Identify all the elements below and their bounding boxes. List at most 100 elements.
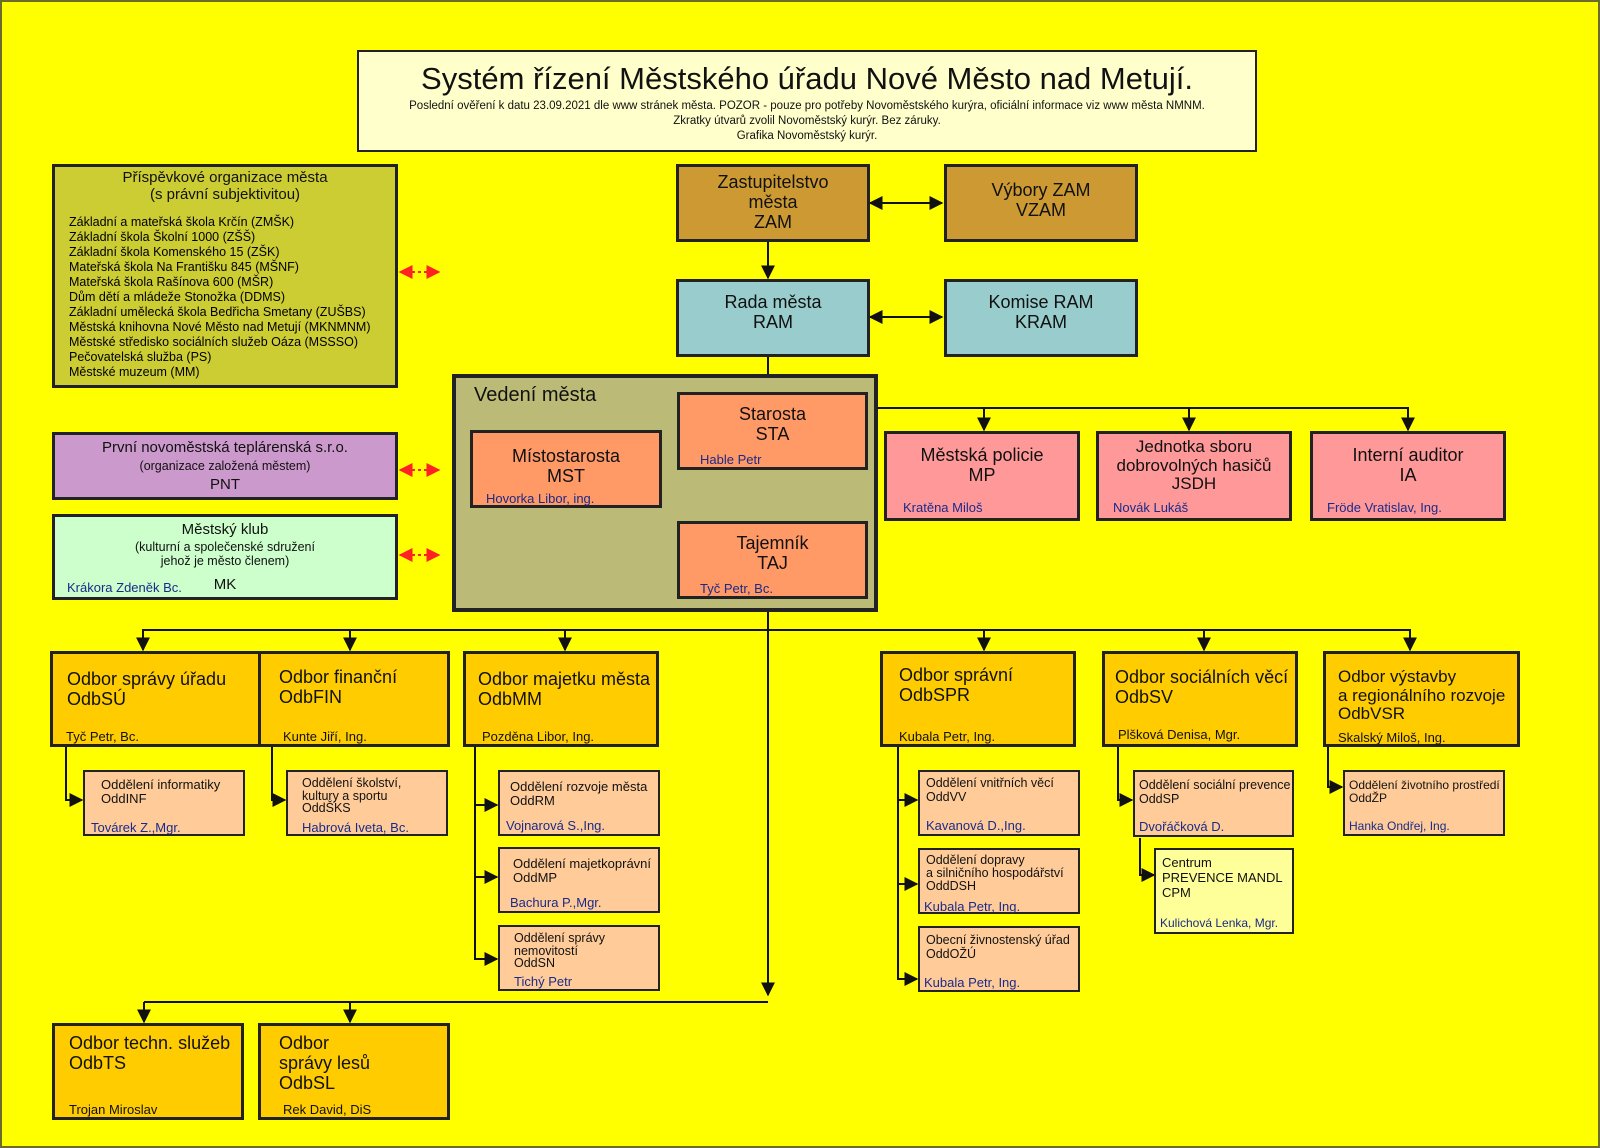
pnt-title: První novoměstská teplárenská s.r.o.	[102, 439, 348, 456]
header-panel: Systém řízení Městského úřadu Nové Město…	[357, 50, 1257, 152]
odbvsr-person: Skalský Miloš, Ing.	[1338, 730, 1446, 745]
oddinf-box: Oddělení informatiky OddINF Továrek Z.,M…	[83, 770, 245, 836]
oddozu-label: Obecní živnostenský úřad OddOŽÚ	[926, 933, 1070, 961]
contributory-organization-item: Mateřská škola Na Františku 845 (MŠNF)	[69, 260, 299, 274]
mst-label: Místostarosta MST	[511, 446, 621, 486]
header-note-verification: Poslední ověření k datu 23.09.2021 dle w…	[409, 100, 1205, 112]
sta-person: Hable Petr	[700, 452, 762, 467]
contributory-organization-item: Pečovatelská služba (PS)	[69, 350, 212, 364]
oddozu-box: Obecní živnostenský úřad OddOŽÚ Kubala P…	[918, 926, 1080, 992]
ram-label: Rada města RAM	[724, 292, 822, 332]
odbsl-person: Rek David, DiS	[283, 1102, 372, 1117]
zam-box: Zastupitelstvo města ZAM	[676, 164, 870, 242]
contributory-organization-item: Městské muzeum (MM)	[69, 365, 200, 379]
odbfin-label: Odbor finanční OdbFIN	[279, 667, 398, 707]
odbspr-person: Kubala Petr, Ing.	[899, 729, 996, 744]
oddrm-person: Vojnarová S.,Ing.	[506, 818, 606, 833]
oddrm-box: Oddělení rozvoje města OddRM Vojnarová S…	[498, 770, 660, 836]
odbsl-box: Odbor správy lesů OdbSL Rek David, DiS	[258, 1023, 450, 1120]
contributory-organization-item: Základní škola Komenského 15 (ZŠK)	[69, 245, 280, 259]
oddsks-person: Habrová Iveta, Bc.	[302, 820, 409, 835]
contributory-organization-item: Základní škola Školní 1000 (ZŠŠ)	[69, 230, 256, 244]
odbmm-label: Odbor majetku města OdbMM	[478, 669, 651, 709]
vzam-box: Výbory ZAM VZAM	[944, 164, 1138, 242]
kram-box: Komise RAM KRAM	[944, 279, 1138, 357]
oddvv-box: Oddělení vnitřních věcí OddVV Kavanová D…	[918, 770, 1080, 836]
cpm-box: Centrum PREVENCE MANDL CPM Kulichová Len…	[1154, 848, 1294, 934]
odbts-person: Trojan Miroslav	[69, 1102, 158, 1117]
odbspr-box: Odbor správní OdbSPR Kubala Petr, Ing.	[880, 651, 1076, 747]
header-note-abbreviations: Zkratky útvarů zvolil Novoměstský kurýr.…	[673, 115, 941, 127]
ia-person: Fröde Vratislav, Ing.	[1327, 500, 1442, 515]
oddsks-box: Oddělení školství, kultury a sportu OddŠ…	[286, 770, 448, 836]
cpm-person: Kulichová Lenka, Mgr.	[1160, 916, 1279, 930]
oddsp-person: Dvořáčková D.	[1139, 819, 1225, 834]
oddinf-label: Oddělení informatiky OddINF	[101, 777, 221, 807]
oddozu-person: Kubala Petr, Ing.	[924, 975, 1021, 990]
odbsl-label: Odbor správy lesů OdbSL	[279, 1033, 371, 1093]
header-note-graphics: Grafika Novoměstský kurýr.	[736, 130, 878, 142]
odddsh-person: Kubala Petr, Ing.	[924, 899, 1021, 914]
odddsh-label: Oddělení dopravy a silničního hospodářst…	[926, 853, 1064, 894]
oddinf-person: Továrek Z.,Mgr.	[91, 820, 181, 835]
oddmp-label: Oddělení majetkoprávní OddMP	[513, 856, 652, 886]
odbmm-person: Pozděna Libor, Ing.	[482, 729, 595, 744]
jsdh-box: Jednotka sboru dobrovolných hasičů JSDH …	[1096, 431, 1292, 521]
ia-label: Interní auditor IA	[1352, 445, 1464, 485]
cpm-label: Centrum PREVENCE MANDL CPM	[1162, 855, 1283, 900]
odbts-box: Odbor techn. služeb OdbTS Trojan Mirosla…	[52, 1023, 244, 1120]
kram-label: Komise RAM KRAM	[988, 292, 1094, 332]
contributory-organization-item: Dům dětí a mládeže Stonožka (DDMS)	[69, 290, 286, 304]
mk-person: Krákora Zdeněk Bc.	[67, 580, 182, 595]
contributory-organizations-box: Příspěvkové organizace města (s právní s…	[52, 164, 398, 388]
mp-person: Kratěna Miloš	[903, 500, 983, 515]
contributory-organizations-list: Základní a mateřská škola Krčín (ZMŠK)Zá…	[69, 215, 370, 380]
mst-person: Hovorka Libor, ing.	[486, 491, 595, 506]
mk-box: Městský klub (kulturní a společenské sdr…	[52, 514, 398, 600]
odbsv-person: Plšková Denisa, Mgr.	[1118, 727, 1241, 742]
odbvsr-box: Odbor výstavby a regionálního rozvoje Od…	[1323, 651, 1520, 747]
contributory-organization-item: Základní umělecká škola Bedřicha Smetany…	[69, 305, 366, 319]
ia-box: Interní auditor IA Fröde Vratislav, Ing.	[1310, 431, 1506, 521]
oddsn-person: Tichý Petr	[514, 974, 573, 989]
oddzp-person: Hanka Ondřej, Ing.	[1349, 819, 1450, 833]
page-title: Systém řízení Městského úřadu Nové Město…	[421, 61, 1193, 96]
oddmp-box: Oddělení majetkoprávní OddMP Bachura P.,…	[498, 847, 660, 913]
contributory-organization-item: Městské středisko sociálních služeb Oáza…	[69, 335, 358, 349]
oddmp-person: Bachura P.,Mgr.	[510, 895, 602, 910]
odbspr-label: Odbor správní OdbSPR	[899, 665, 1014, 705]
vzam-label: Výbory ZAM VZAM	[991, 180, 1091, 220]
vedeni-label: Vedení města	[474, 384, 597, 406]
mk-abbr: MK	[213, 576, 237, 593]
mk-title: Městský klub	[181, 521, 269, 538]
pnt-abbr: PNT	[210, 476, 240, 493]
oddzp-box: Oddělení životního prostředí OddŽP Hanka…	[1343, 770, 1505, 836]
mk-subtitle: (kulturní a společenské sdružení jehož j…	[135, 540, 315, 568]
mp-box: Městská policie MP Kratěna Miloš	[884, 431, 1080, 521]
sta-label: Starosta STA	[738, 404, 807, 444]
odbsv-label: Odbor sociálních věcí OdbSV	[1115, 667, 1289, 707]
oddvv-person: Kavanová D.,Ing.	[926, 818, 1026, 833]
contributory-organizations-title: Příspěvkové organizace města (s právní s…	[122, 169, 328, 203]
contributory-organization-item: Městská knihovna Nové Město nad Metují (…	[69, 320, 371, 334]
oddvv-label: Oddělení vnitřních věcí OddVV	[926, 776, 1054, 804]
odbts-label: Odbor techn. služeb OdbTS	[69, 1033, 231, 1073]
oddsn-label: Oddělení správy nemovitostí OddSN	[514, 931, 606, 970]
odbmm-box: Odbor majetku města OdbMM Pozděna Libor,…	[463, 651, 659, 747]
odddsh-box: Oddělení dopravy a silničního hospodářst…	[918, 848, 1080, 914]
odbfin-person: Kunte Jiří, Ing.	[283, 729, 367, 744]
odbvsr-label: Odbor výstavby a regionálního rozvoje Od…	[1338, 667, 1506, 724]
oddsn-box: Oddělení správy nemovitostí OddSN Tichý …	[498, 925, 660, 991]
oddrm-label: Oddělení rozvoje města OddRM	[510, 779, 648, 809]
taj-label: Tajemník TAJ	[736, 533, 809, 573]
ram-box: Rada města RAM	[676, 279, 870, 357]
oddsp-label: Oddělení sociální prevence OddSP	[1139, 778, 1291, 806]
taj-box: Tajemník TAJ Tyč Petr, Bc.	[677, 521, 868, 599]
mp-label: Městská policie MP	[920, 445, 1044, 485]
odbsu-person: Tyč Petr, Bc.	[66, 729, 139, 744]
odbsv-box: Odbor sociálních věcí OdbSV Plšková Deni…	[1102, 651, 1298, 747]
taj-person: Tyč Petr, Bc.	[700, 581, 773, 596]
pnt-subtitle: (organizace založená městem)	[139, 459, 311, 473]
